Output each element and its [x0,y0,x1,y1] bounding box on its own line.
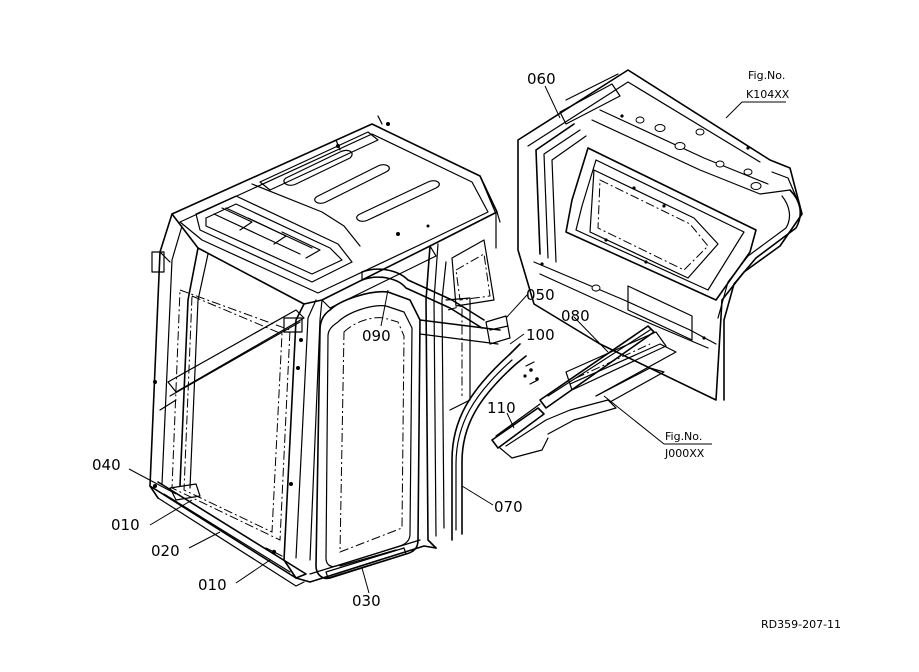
label-020: 020 [151,542,180,560]
label-010-lower: 010 [198,576,227,594]
label-100: 100 [526,326,555,344]
label-070: 070 [494,498,523,516]
leader-lines [128,85,786,594]
rear-panel [517,69,803,401]
drawing-reference-number: RD359-207-11 [761,618,841,631]
figref-k104-line1: Fig.No. [748,69,785,82]
label-010-upper: 010 [111,516,140,534]
label-050: 050 [526,286,555,304]
figure-references: Fig.No. K104XX Fig.No. J000XX [664,69,790,460]
label-080: 080 [561,307,590,325]
label-110: 110 [487,399,516,417]
cab-frame [149,115,527,587]
floor-rail-assembly [491,325,677,459]
label-030: 030 [352,592,381,610]
label-090: 090 [362,327,391,345]
part-labels: 040 010 020 010 030 050 060 070 080 090 … [92,70,590,610]
label-060: 060 [527,70,556,88]
figref-k104-line2: K104XX [746,88,790,101]
figref-j000-line2: J000XX [664,447,705,460]
figref-j000-line1: Fig.No. [665,430,702,443]
label-040: 040 [92,456,121,474]
